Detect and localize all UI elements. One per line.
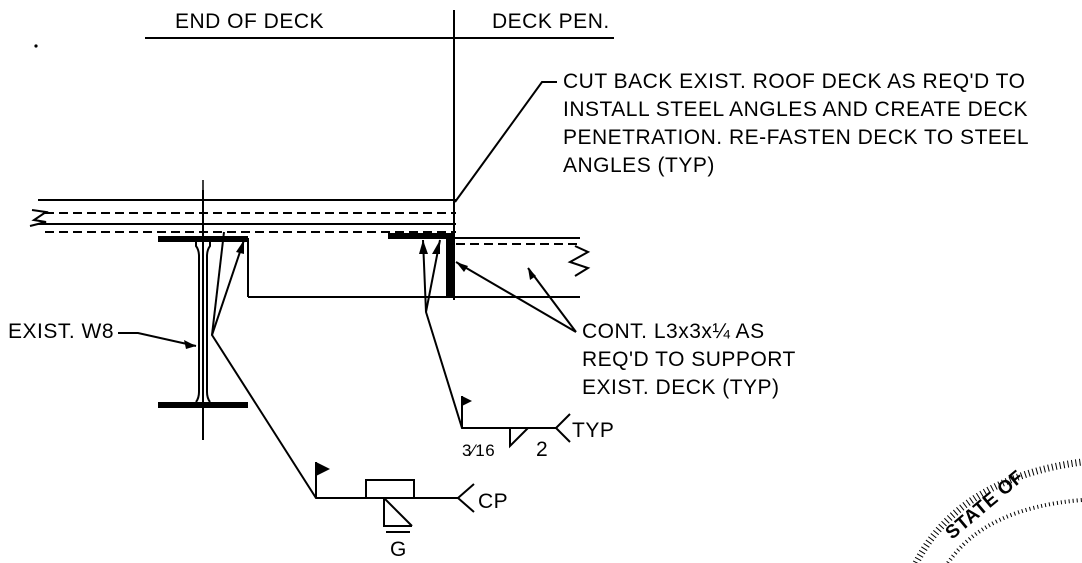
groove-weld-symbol: CP G: [210, 231, 508, 561]
w8-label-group: EXIST. W8: [8, 320, 197, 349]
deck-pen-label: DECK PEN.: [492, 10, 610, 33]
groove-tail-label: CP: [478, 490, 508, 513]
angle-note-line-1: CONT. L3x3x¼ AS: [582, 320, 765, 343]
fillet-weld-symbol: 3⁄16 2 TYP: [419, 239, 614, 461]
angle-note-line-2: REQ'D TO SUPPORT: [582, 348, 796, 371]
seal-text: STATE OF: [942, 467, 1028, 544]
angle-note-group: CONT. L3x3x¼ AS REQ'D TO SUPPORT EXIST. …: [455, 261, 796, 399]
cut-back-note-line-2: INSTALL STEEL ANGLES AND CREATE DECK: [563, 98, 1028, 121]
w8-beam: [158, 180, 248, 440]
steel-angle: [388, 233, 454, 298]
groove-symbol-label: G: [390, 538, 407, 561]
engineer-seal: STATE OF: [912, 458, 1082, 563]
existing-deck-right: [247, 237, 591, 298]
dimension-line: END OF DECK DECK PEN.: [145, 10, 614, 300]
stray-mark: [34, 44, 38, 48]
cut-back-leader: CUT BACK EXIST. ROOF DECK AS REQ'D TO IN…: [454, 70, 1029, 203]
weld-size-label: 3⁄16: [462, 441, 495, 460]
end-of-deck-label: END OF DECK: [175, 10, 324, 33]
exist-w8-label: EXIST. W8: [8, 320, 114, 343]
cut-back-note-line-3: PENETRATION. RE-FASTEN DECK TO STEEL: [563, 126, 1029, 149]
weld-length-label: 2: [536, 438, 548, 461]
cut-back-note-line-4: ANGLES (TYP): [563, 154, 715, 177]
roof-deck: [29, 199, 456, 233]
angle-note-line-3: EXIST. DECK (TYP): [582, 376, 780, 399]
cut-back-note-line-1: CUT BACK EXIST. ROOF DECK AS REQ'D TO: [563, 70, 1025, 93]
weld-typ-label: TYP: [572, 419, 614, 442]
